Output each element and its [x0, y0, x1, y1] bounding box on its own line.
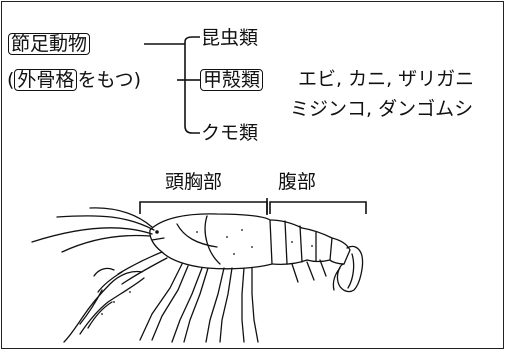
tree-connector-lines: [139, 36, 367, 215]
label-cephalothorax: 頭胸部: [165, 171, 223, 193]
exoskeleton-note: (外骨格をもつ): [7, 69, 141, 91]
note-open: (: [7, 69, 15, 91]
label-abdomen: 腹部: [278, 171, 317, 193]
crayfish-illustration: [31, 207, 364, 343]
group-insects: 昆虫類: [201, 27, 259, 49]
exoskeleton-box: 外骨格: [14, 69, 78, 91]
crustaceans-box: 甲殻類: [200, 69, 264, 91]
root-box: 節足動物: [8, 33, 91, 55]
group-spiders: クモ類: [201, 122, 259, 144]
crustacean-examples-line1: エビ, カニ, ザリガニ: [298, 68, 475, 90]
root-label: 節足動物: [8, 33, 91, 55]
crustacean-examples-line2: ミジンコ, ダンゴムシ: [290, 98, 474, 120]
group-crustaceans: 甲殻類: [200, 69, 264, 91]
note-close: をもつ): [77, 69, 142, 91]
